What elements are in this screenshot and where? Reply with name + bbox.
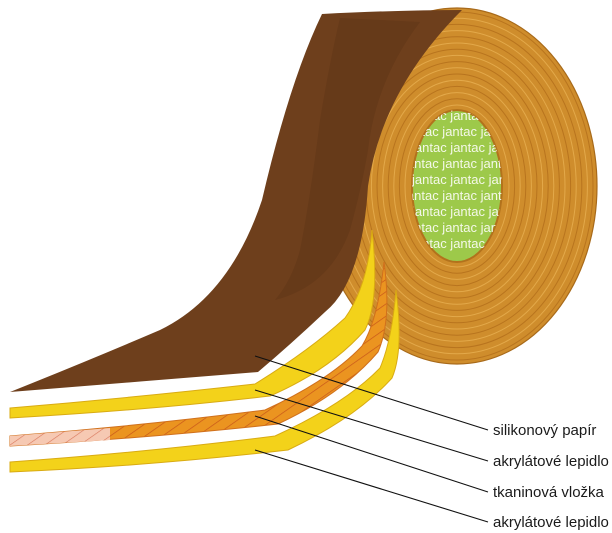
leader-line-2 [255,390,488,461]
core-text-row: jantac jantac jantac [403,156,516,171]
core-text-row: jantac jantac jantac [403,188,516,203]
leader-line-4 [255,450,488,522]
leader-line-1 [255,356,488,430]
layer-label-1: silikonový papír [493,422,596,439]
leader-line-3 [255,416,488,492]
layer-label-4: akrylátové lepidlo [493,514,609,531]
layer-label-2: akrylátové lepidlo [493,453,609,470]
layer-label-3: tkaninová vložka [493,484,604,501]
